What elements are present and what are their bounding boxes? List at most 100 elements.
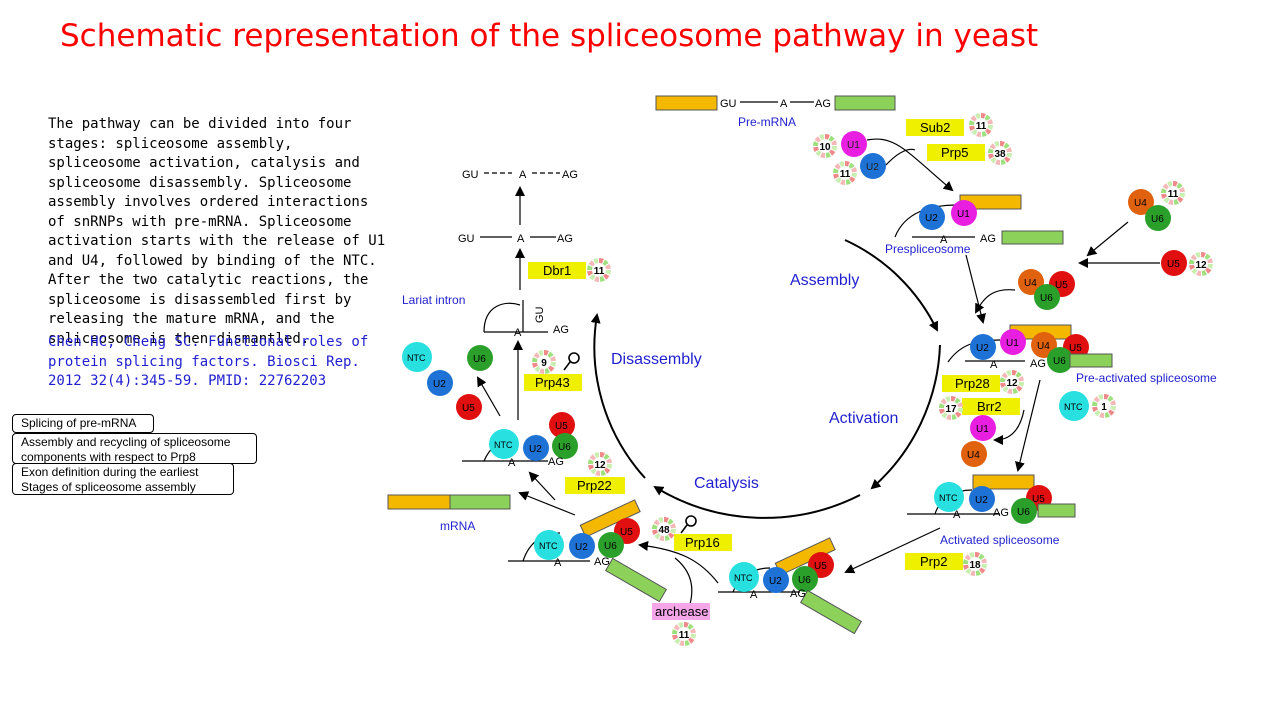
count-badge-archease: 11 (671, 621, 697, 647)
svg-text:NTC: NTC (734, 573, 753, 583)
stage-catalysis: Catalysis (694, 475, 759, 492)
svg-text:GU: GU (458, 233, 475, 245)
svg-text:9: 9 (541, 358, 547, 369)
cycle-arc-catalysis (653, 485, 861, 519)
intron-lariat-spliceosome: NTC U2 U5 U6 A AG Prp43 NTC U2 U6 U5 (402, 340, 582, 469)
svg-text:U4: U4 (1024, 278, 1037, 289)
svg-text:11: 11 (1168, 189, 1179, 200)
svg-text:U1: U1 (976, 424, 989, 435)
svg-text:Prp22: Prp22 (577, 478, 612, 493)
svg-text:U2: U2 (529, 444, 542, 455)
catalytic-complex-b: NTC U2 U5 U6 A AG Prp16 archease (638, 534, 863, 635)
svg-text:AG: AG (562, 169, 578, 181)
lariat-intron: Lariat intron A AG GU Dbr1 GU A AG GU A … (402, 169, 586, 339)
svg-text:17: 17 (945, 404, 957, 415)
svg-text:U5: U5 (620, 527, 633, 538)
svg-text:12: 12 (1195, 260, 1207, 271)
svg-text:NTC: NTC (539, 541, 558, 551)
magnifier-icon[interactable] (680, 515, 697, 534)
pathway-description: The pathway can be divided into four sta… (48, 116, 386, 347)
svg-text:A: A (750, 589, 758, 601)
citation-link[interactable]: Chen HC, Cheng SC. Functional roles of p… (48, 334, 369, 389)
stage-activation: Activation (829, 410, 898, 427)
label-pre-mrna: Pre-mRNA (738, 115, 796, 129)
svg-text:12: 12 (1006, 378, 1018, 389)
svg-text:GU: GU (462, 169, 479, 181)
svg-text:10: 10 (819, 142, 831, 153)
link-splicing-pre-mrna[interactable]: Splicing of pre-mRNA (12, 414, 154, 433)
svg-text:NTC: NTC (1064, 402, 1083, 412)
mrna: mRNA (387, 494, 511, 533)
svg-text:Sub2: Sub2 (920, 120, 950, 135)
svg-text:11: 11 (976, 121, 987, 132)
svg-text:AG: AG (790, 588, 806, 600)
svg-text:AG: AG (594, 556, 610, 568)
svg-text:U5: U5 (1055, 280, 1068, 291)
count-badge-u5: 12 (1188, 251, 1214, 277)
svg-text:U1: U1 (957, 209, 970, 220)
svg-text:U6: U6 (1151, 214, 1164, 225)
count-badge-sub2: 11 (968, 112, 994, 138)
svg-text:U1: U1 (1006, 338, 1019, 349)
svg-text:A: A (554, 557, 562, 569)
label-mrna: mRNA (440, 519, 475, 533)
page-title: Schematic representation of the spliceos… (60, 18, 1039, 54)
svg-text:A: A (953, 509, 961, 521)
svg-text:A: A (508, 457, 516, 469)
svg-text:A: A (990, 359, 998, 371)
svg-text:AG: AG (557, 233, 573, 245)
svg-text:Brr2: Brr2 (977, 399, 1002, 414)
svg-text:Dbr1: Dbr1 (543, 263, 571, 278)
cycle-arc-activation (870, 344, 941, 490)
svg-text:Prp2: Prp2 (920, 554, 947, 569)
count-badge-u4u6: 11 (1160, 180, 1186, 206)
svg-text:Prp16: Prp16 (685, 535, 720, 550)
svg-text:AG: AG (993, 507, 1009, 519)
magnifier-icon[interactable] (563, 352, 580, 371)
pre-activated-spliceosome: U2 U1 U4 U5 U6 A AG Pre-activated splice… (942, 324, 1217, 472)
cycle-arc-assembly (844, 239, 939, 332)
svg-text:U6: U6 (473, 354, 486, 365)
svg-text:U2: U2 (975, 495, 988, 506)
count-badge-prp5: 38 (987, 140, 1013, 166)
svg-text:U4: U4 (967, 450, 980, 461)
svg-text:U6: U6 (1040, 293, 1053, 304)
svg-text:U5: U5 (814, 561, 827, 572)
link-assembly-recycling[interactable]: Assembly and recycling of spliceosome co… (12, 433, 257, 464)
svg-text:11: 11 (594, 266, 605, 277)
count-badge-u1-b: 11 (832, 160, 858, 186)
svg-text:NTC: NTC (939, 493, 958, 503)
svg-text:U6: U6 (604, 541, 617, 552)
pre-mrna: GU A AG Pre-mRNA (655, 95, 896, 129)
tri-snrnp: U4 U6 U5 U4 U5 U6 (975, 189, 1187, 314)
svg-text:U5: U5 (555, 421, 568, 432)
label-prespliceosome: Prespliceosome (885, 242, 971, 256)
svg-text:U4: U4 (1134, 198, 1147, 209)
count-badge-prp2: 18 (962, 551, 988, 577)
svg-text:18: 18 (969, 560, 981, 571)
prespliceosome: U2 U1 A AG Prespliceosome (885, 194, 1064, 324)
svg-text:U6: U6 (1053, 356, 1066, 367)
count-badge-ntc: 1 (1091, 393, 1117, 419)
svg-text:U6: U6 (798, 575, 811, 586)
svg-text:NTC: NTC (494, 440, 513, 450)
label-activated: Activated spliceosome (940, 533, 1060, 547)
svg-text:U6: U6 (1017, 507, 1030, 518)
svg-text:U2: U2 (769, 576, 782, 587)
label-pre-activated: Pre-activated spliceosome (1076, 371, 1217, 385)
stage-assembly: Assembly (790, 272, 859, 289)
count-badge-u1-a: 10 (812, 133, 838, 159)
svg-text:1: 1 (1101, 402, 1107, 413)
svg-text:11: 11 (840, 169, 851, 180)
svg-text:NTC: NTC (407, 353, 426, 363)
svg-text:U5: U5 (1069, 343, 1082, 354)
count-badge-dbr1: 11 (586, 257, 612, 283)
svg-text:archease: archease (655, 604, 708, 619)
svg-text:12: 12 (594, 460, 606, 471)
svg-text:A: A (517, 233, 525, 245)
link-exon-definition[interactable]: Exon definition during the earliest Stag… (12, 463, 234, 495)
cycle-arc-disassembly (590, 313, 646, 479)
count-badge-prp16: 48 (651, 516, 677, 542)
svg-text:11: 11 (679, 630, 690, 641)
